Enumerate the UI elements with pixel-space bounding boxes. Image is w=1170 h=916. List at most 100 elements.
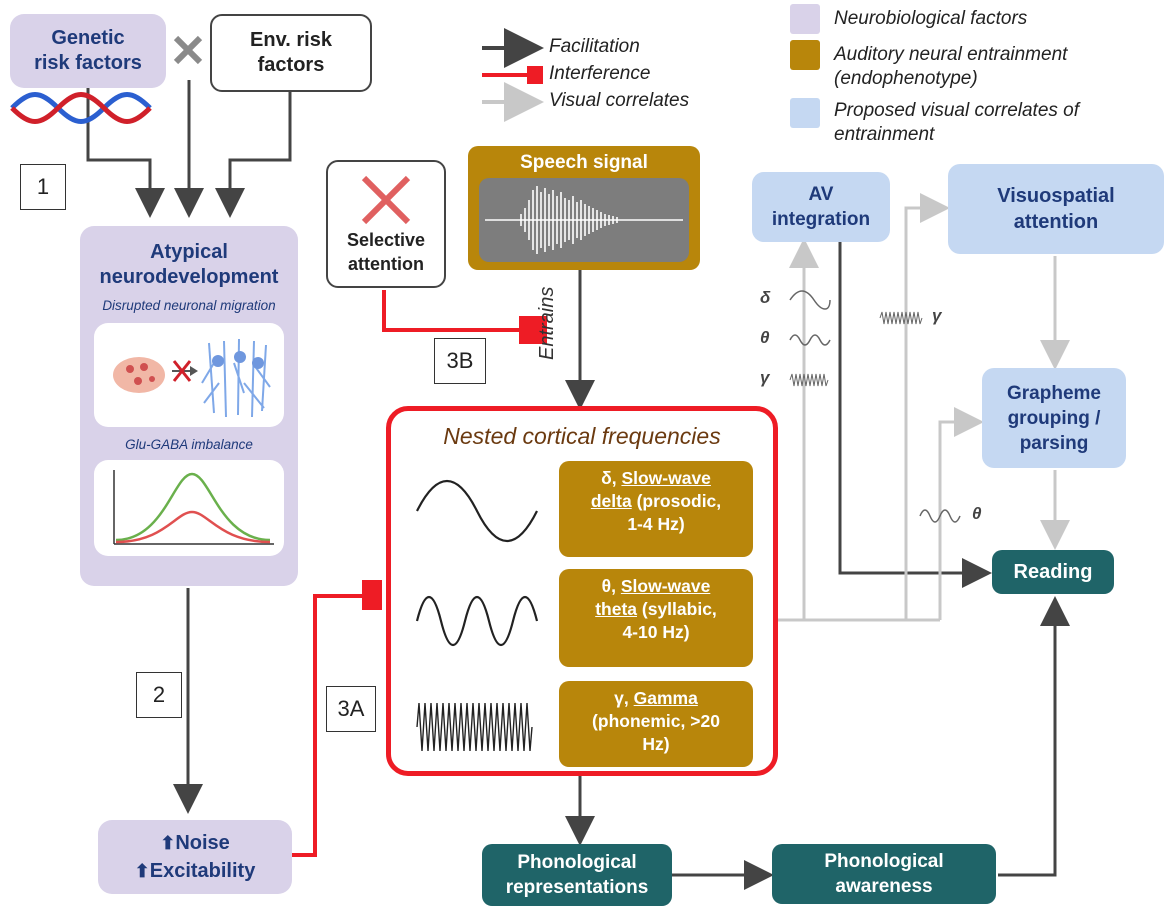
delta-desc: (prosodic, bbox=[636, 491, 722, 511]
nested-frequencies-node: Nested cortical frequencies δ, Slow-wave… bbox=[386, 406, 778, 776]
interference-noise-to-nested bbox=[292, 594, 370, 857]
legend-neurobiological-swatch bbox=[790, 4, 820, 34]
atypical-line2: neurodevelopment bbox=[99, 266, 279, 288]
delta-row1: δ, Slow-wave bbox=[559, 467, 753, 490]
dna-helix-icon bbox=[10, 92, 152, 124]
gamma-desc: (phonemic, >20 bbox=[592, 711, 720, 731]
genetic-line2: risk factors bbox=[34, 52, 142, 74]
visuo-line1: Visuospatial bbox=[997, 185, 1115, 207]
speech-signal-node: Speech signal bbox=[468, 146, 700, 270]
grapheme-line3: parsing bbox=[1019, 432, 1089, 454]
phonrep-line1: Phonological bbox=[517, 852, 637, 873]
theta-wave-icon bbox=[789, 334, 831, 346]
delta-wave-label: δ bbox=[760, 288, 771, 307]
legend-facilitation: Facilitation bbox=[549, 36, 640, 57]
env-line1: Env. risk bbox=[250, 29, 332, 51]
legend-auditory-line2: (endophenotype) bbox=[834, 68, 978, 89]
legend-auditory-line1: Auditory neural entrainment bbox=[834, 44, 1068, 65]
genetic-risk-node: Genetic risk factors bbox=[10, 14, 166, 88]
theta-wave-label: θ bbox=[760, 328, 770, 347]
env-risk-node: Env. risk factors bbox=[210, 14, 372, 92]
no-interaction-cross-icon bbox=[173, 35, 203, 65]
blocked-cross-icon bbox=[361, 175, 411, 225]
legend-interference: Interference bbox=[549, 63, 651, 84]
theta-band: θ, Slow-wave theta (syllabic, 4-10 Hz) bbox=[559, 569, 753, 667]
atypical-line1: Atypical bbox=[150, 241, 228, 263]
grapheme-grouping-node: Grapheme grouping / parsing bbox=[982, 368, 1126, 468]
glu-gaba-curve-icon bbox=[113, 470, 274, 545]
noise-row: ⬆Noise bbox=[160, 829, 230, 857]
nested-title: Nested cortical frequencies bbox=[443, 423, 721, 449]
interference-attention-to-entrains bbox=[382, 290, 520, 332]
genetic-line1: Genetic bbox=[51, 27, 125, 49]
delta-band: δ, Slow-wave delta (prosodic, 1-4 Hz) bbox=[559, 461, 753, 557]
label-2: 2 bbox=[136, 672, 182, 718]
edge-env-to-atypical bbox=[215, 92, 292, 218]
noise-label: Noise bbox=[175, 832, 230, 854]
glu-gaba-image bbox=[94, 460, 284, 556]
delta-name1: Slow-wave bbox=[621, 468, 711, 488]
disrupted-migration-label: Disrupted neuronal migration bbox=[102, 298, 276, 313]
edge-visual-to-grapheme bbox=[938, 407, 984, 620]
edge-phonaw-to-reading bbox=[998, 596, 1070, 877]
phonaw-line1: Phonological bbox=[824, 851, 944, 872]
phonological-awareness-node: Phonological awareness bbox=[772, 844, 996, 904]
reading-node: Reading bbox=[992, 550, 1114, 594]
interference-3a-block bbox=[362, 580, 382, 610]
label-3b: 3B bbox=[434, 338, 486, 384]
theta-row2: theta (syllabic, bbox=[559, 598, 753, 621]
av-integration-node: AV integration bbox=[752, 172, 890, 242]
delta-range: 1-4 Hz) bbox=[627, 514, 685, 534]
atypical-neurodevelopment-node: Atypical neurodevelopment Disrupted neur… bbox=[80, 226, 298, 586]
gamma-symbol: γ, bbox=[614, 688, 629, 708]
theta-range: 4-10 Hz) bbox=[622, 622, 690, 642]
gamma-wave-right-icon bbox=[879, 311, 923, 325]
delta-symbol: δ, bbox=[601, 468, 617, 488]
av-line2: integration bbox=[771, 209, 871, 230]
theta-symbol: θ, bbox=[601, 576, 616, 596]
delta-name2: delta bbox=[590, 491, 632, 511]
theta-right-wave-label: θ bbox=[972, 504, 982, 523]
speech-waveform bbox=[479, 178, 689, 262]
gamma-row1: γ, Gamma bbox=[559, 687, 753, 710]
phonological-representations-node: Phonological representations bbox=[482, 844, 672, 906]
label-1: 1 bbox=[20, 164, 66, 210]
theta-desc: (syllabic, bbox=[641, 599, 717, 619]
edge-av-to-reading bbox=[838, 232, 992, 588]
theta-wave-large-icon bbox=[415, 596, 539, 646]
excitability-row: ⬆Excitability bbox=[135, 857, 256, 885]
env-line2: factors bbox=[257, 54, 325, 76]
phonrep-line2: representations bbox=[505, 877, 649, 898]
theta-row1: θ, Slow-wave bbox=[559, 575, 753, 598]
legend-neurobiological: Neurobiological factors bbox=[834, 8, 1028, 29]
gamma-name: Gamma bbox=[633, 688, 698, 708]
visuospatial-attention-node: Visuospatial attention bbox=[948, 164, 1164, 254]
selective-line2: attention bbox=[348, 254, 424, 274]
noise-up-arrow-icon: ⬆ bbox=[160, 833, 176, 853]
selective-attention-node: Selective attention bbox=[326, 160, 446, 288]
gamma-wave-icon bbox=[789, 373, 829, 387]
gamma-wave-label: γ bbox=[760, 368, 770, 387]
glu-gaba-label: Glu-GABA imbalance bbox=[125, 437, 253, 452]
legend-proposed-swatch bbox=[790, 98, 820, 128]
gamma-band: γ, Gamma (phonemic, >20 Hz) bbox=[559, 681, 753, 767]
legend-proposed-line2: entrainment bbox=[834, 124, 935, 145]
theta-name2: theta bbox=[595, 599, 638, 619]
legend-auditory-swatch bbox=[790, 40, 820, 70]
neuron-migration-icon bbox=[113, 338, 271, 418]
grapheme-line2: grouping / bbox=[1007, 407, 1101, 429]
entrains-label: Entrains bbox=[536, 286, 558, 360]
delta-wave-large-icon bbox=[416, 480, 538, 542]
edge-genetic-to-atypical bbox=[86, 88, 165, 218]
gamma-range: Hz) bbox=[642, 734, 670, 754]
legend-proposed-line1: Proposed visual correlates of bbox=[834, 100, 1080, 121]
noise-excitability-node: ⬆Noise ⬆Excitability bbox=[98, 820, 292, 894]
legend-visual-correlates: Visual correlates bbox=[549, 90, 690, 111]
grapheme-line1: Grapheme bbox=[1007, 382, 1101, 404]
speech-waveform-icon bbox=[485, 186, 683, 254]
gamma-wave-large-icon bbox=[416, 702, 533, 752]
interference-3b-block bbox=[519, 316, 547, 344]
gamma-right-wave-label: γ bbox=[932, 306, 942, 325]
speech-signal-title: Speech signal bbox=[520, 152, 648, 173]
